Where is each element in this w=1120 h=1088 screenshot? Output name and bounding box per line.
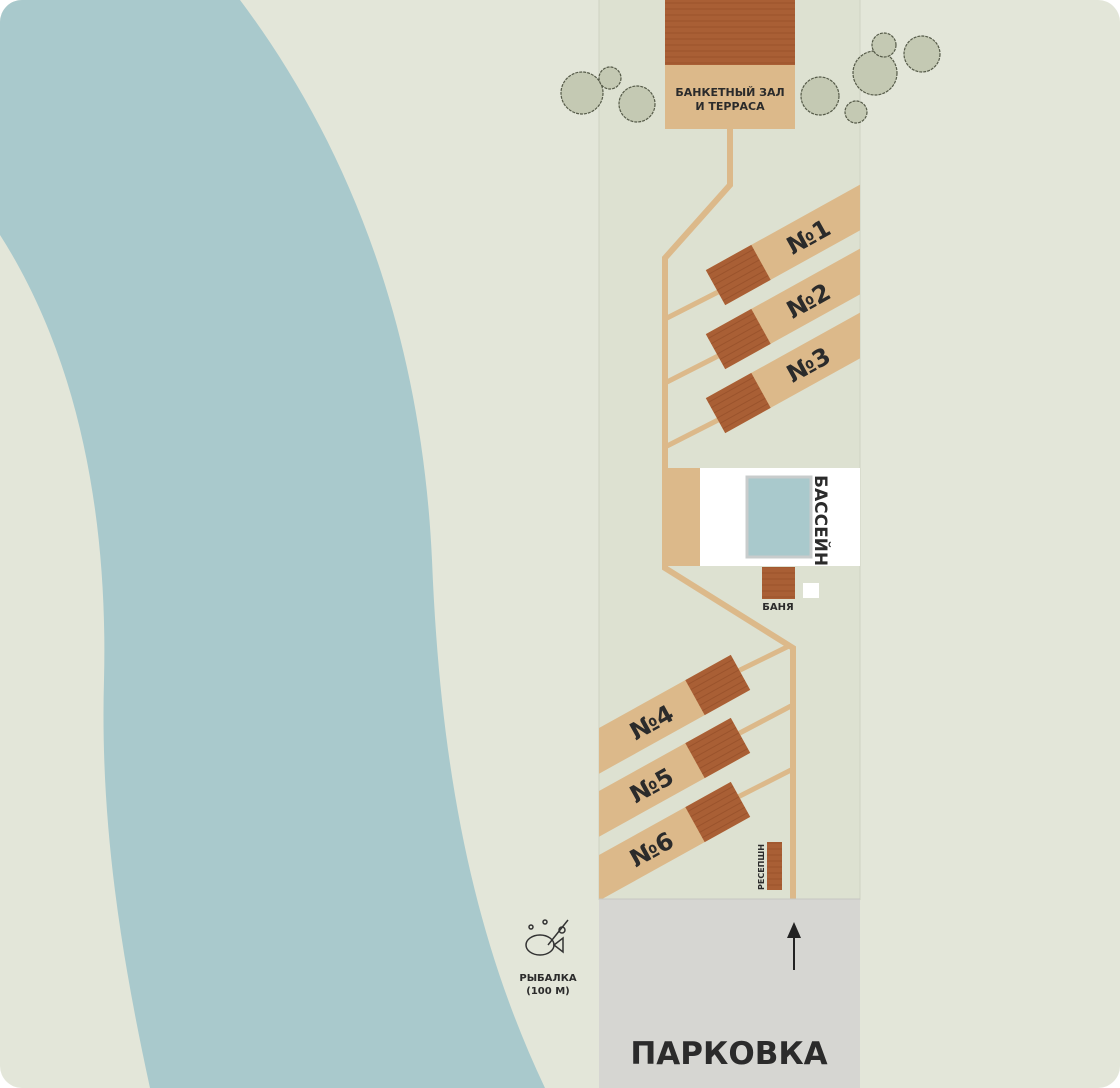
sauna-label: БАНЯ xyxy=(762,602,793,613)
connector-paths xyxy=(665,287,793,801)
pool-area[interactable]: БАССЕЙН xyxy=(668,468,860,566)
reception-label: РЕСЕПШН xyxy=(757,844,766,890)
parking[interactable]: ПАРКОВКА xyxy=(599,898,860,1088)
reception[interactable]: РЕСЕПШН xyxy=(757,842,782,890)
banquet-label-line2: И ТЕРРАСА xyxy=(695,100,765,113)
fishing-label-line2: (100 М) xyxy=(526,986,569,997)
banquet-label-line1: БАНКЕТНЫЙ ЗАЛ xyxy=(675,86,784,99)
arrow-up-icon xyxy=(787,922,801,970)
parking-label: ПАРКОВКА xyxy=(630,1036,827,1072)
fishing-spot[interactable]: РЫБАЛКА (100 М) xyxy=(519,919,577,997)
banquet-hall[interactable]: БАНКЕТНЫЙ ЗАЛ И ТЕРРАСА xyxy=(665,0,795,129)
pool-label: БАССЕЙН xyxy=(810,475,832,566)
fishing-label-line1: РЫБАЛКА xyxy=(519,973,577,984)
river xyxy=(0,0,545,1088)
fishing-icon xyxy=(525,919,569,956)
main-path xyxy=(662,128,796,900)
sauna[interactable]: БАНЯ xyxy=(762,567,819,613)
tree-icon xyxy=(560,32,941,124)
